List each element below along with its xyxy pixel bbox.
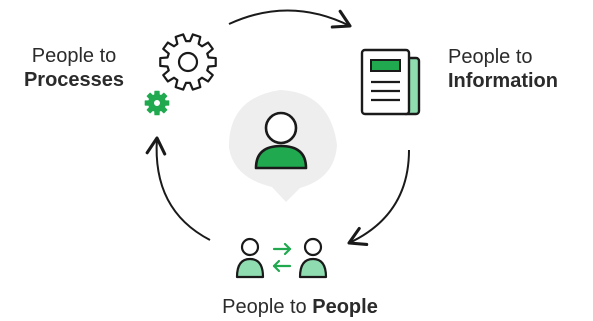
small-gear-icon-hole (153, 99, 161, 107)
people-exchange-icon (235, 237, 328, 279)
label-people-to-information: People to Information (448, 45, 558, 93)
label-people-to-people: People to People (200, 295, 400, 319)
center-hub (228, 90, 337, 202)
arrow-people-to-processes (145, 136, 211, 241)
arrow-information-to-people (347, 149, 410, 246)
label-processes-line1: People to (31, 45, 117, 67)
label-people-bold: People (312, 296, 378, 318)
arrow-processes-to-information (228, 9, 352, 29)
gear-icon (144, 33, 217, 116)
cycle-arrows (145, 9, 410, 246)
label-information-line2: Information (448, 70, 558, 92)
person-right-icon (298, 237, 328, 279)
label-processes-line2: Processes (23, 69, 125, 91)
newspaper-icon (360, 48, 421, 116)
large-gear-icon-hole (177, 51, 199, 73)
person-left-icon (235, 237, 265, 279)
label-information-line1: People to (448, 46, 533, 68)
label-people-prefix: People to (222, 296, 313, 318)
person-icon (254, 111, 308, 170)
label-people-to-processes: People to Processes (20, 44, 128, 92)
exchange-arrows-icon (272, 242, 292, 273)
